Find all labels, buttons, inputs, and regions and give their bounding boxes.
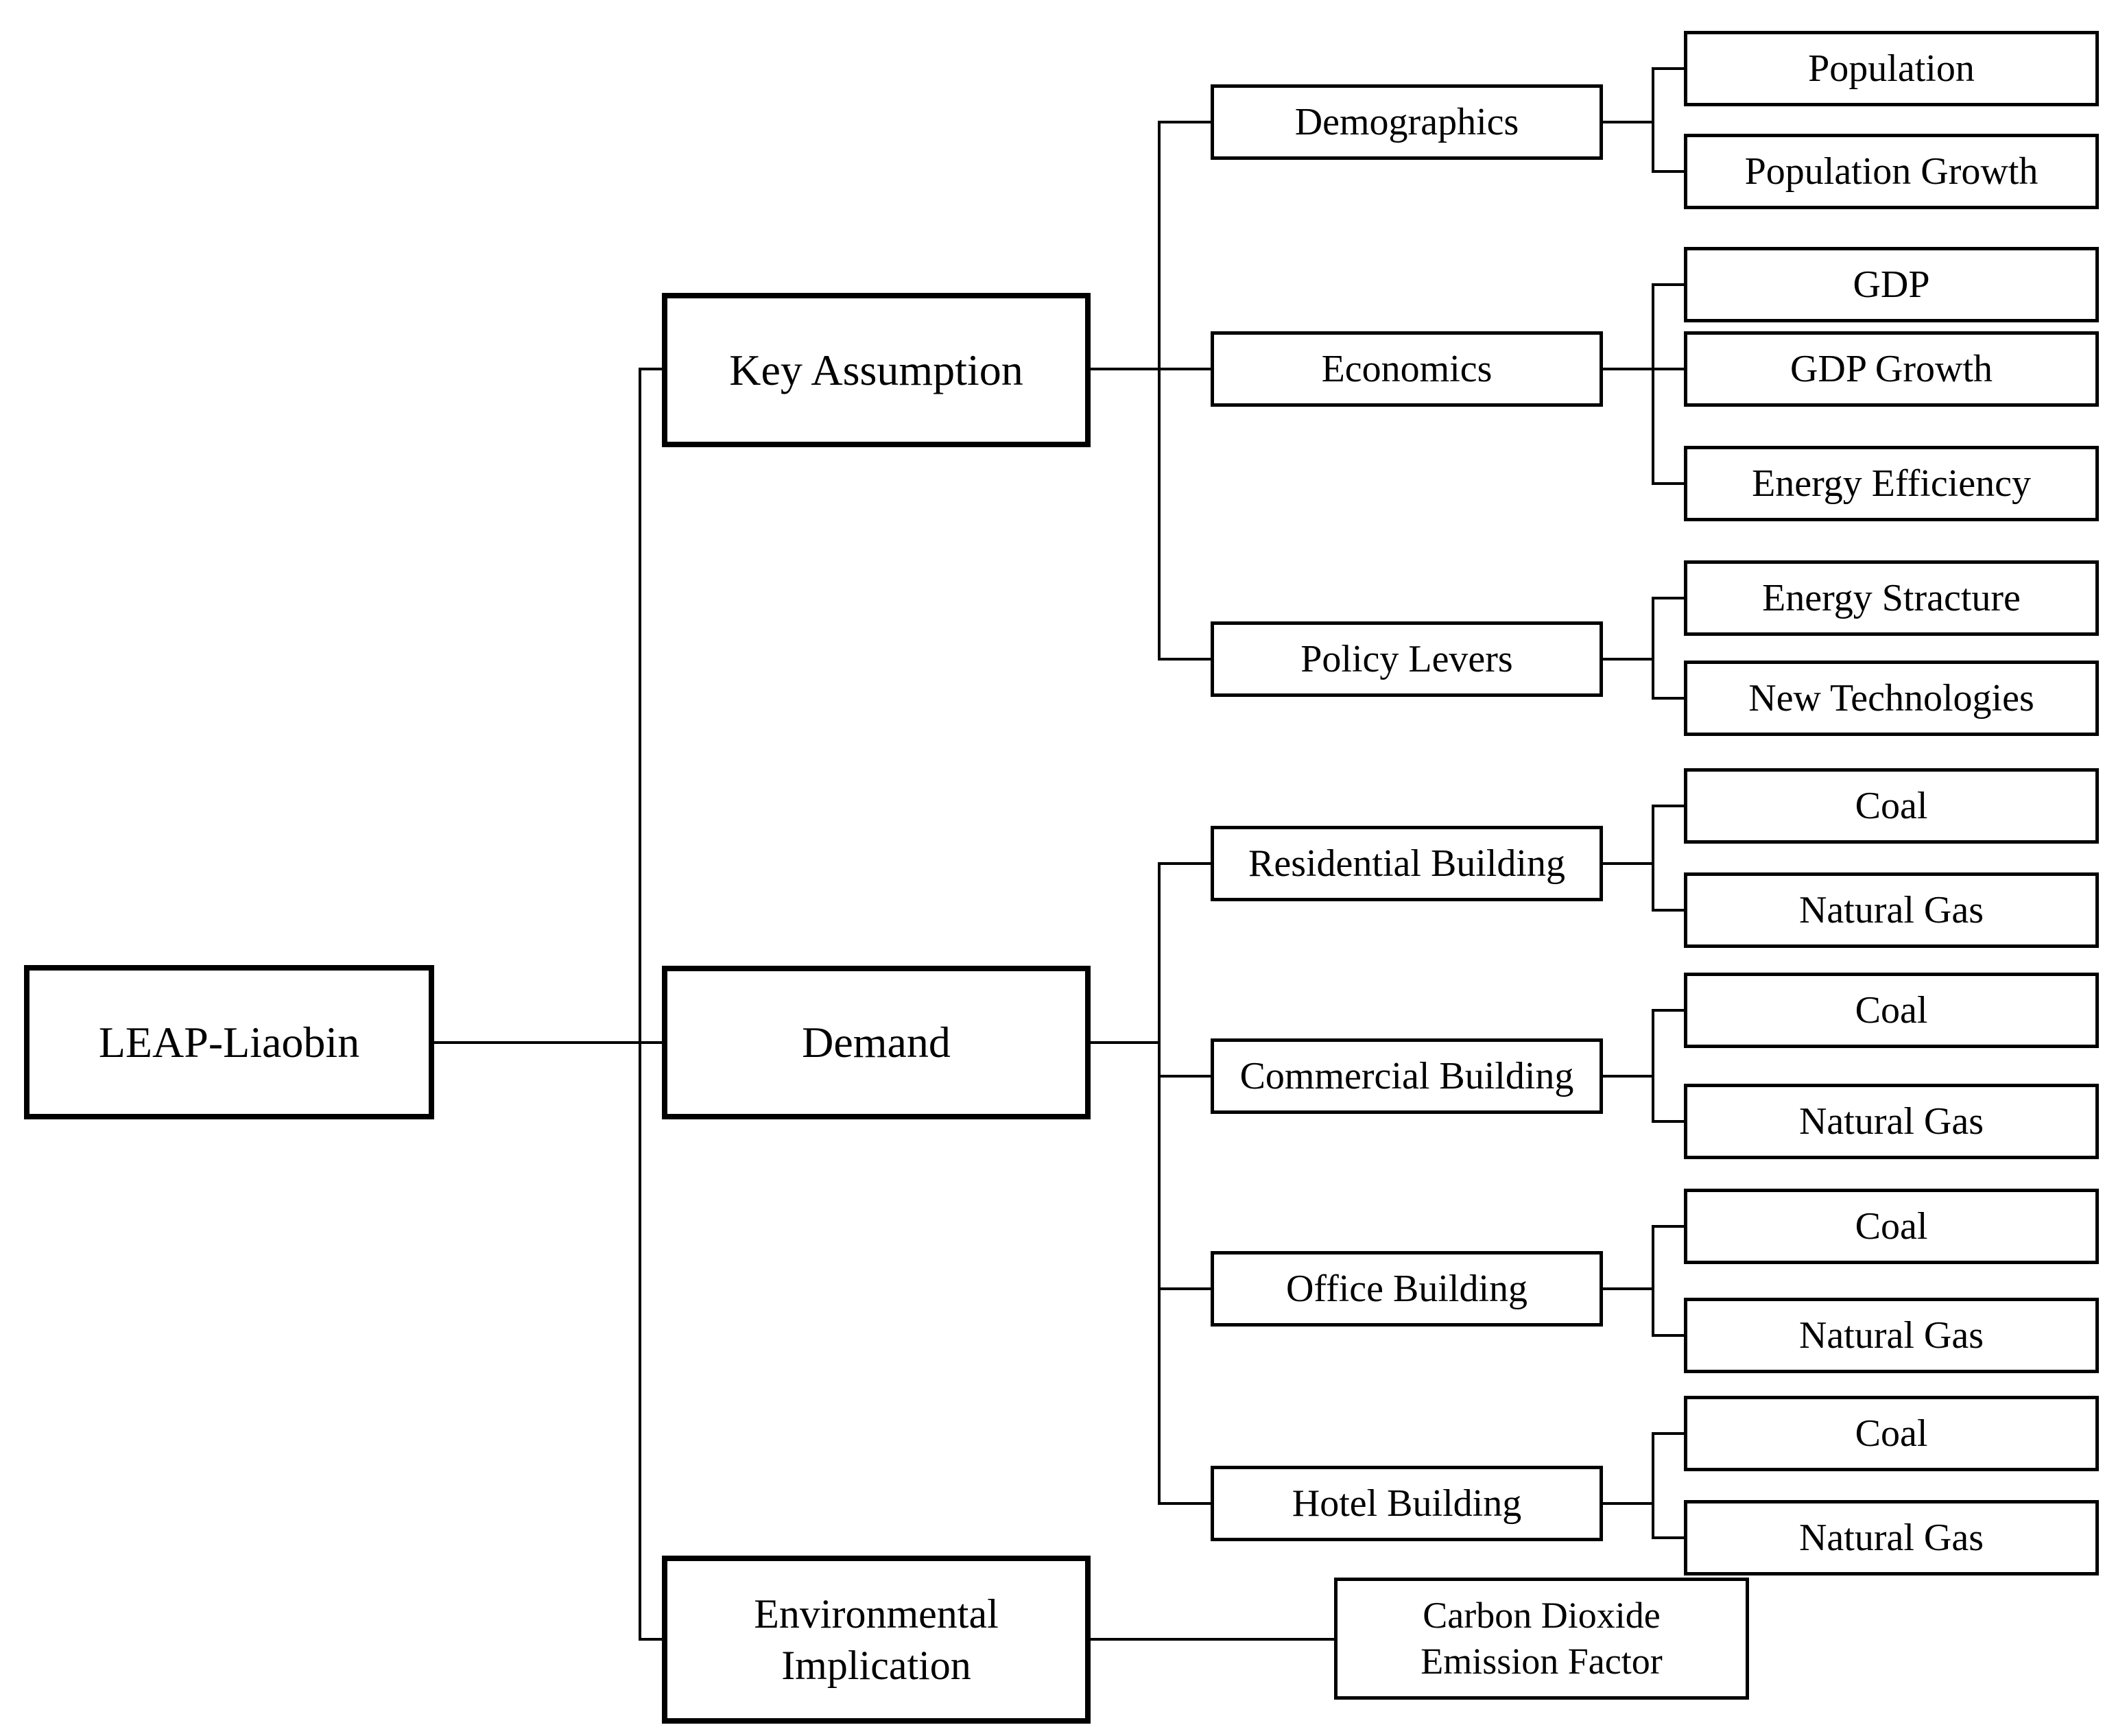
edge-trunk-to-key-assumption [639, 368, 662, 370]
edge-office-to-bracket [1603, 1287, 1652, 1290]
node-energy-stracture: Energy Stracture [1684, 560, 2099, 636]
node-population-growth: Population Growth [1684, 134, 2099, 209]
node-key-assumption: Key Assumption [662, 293, 1091, 447]
node-leap-liaobin: LEAP-Liaobin [24, 965, 434, 1119]
edge-to-population [1652, 67, 1684, 70]
edge-environmental-to-carbon [1091, 1638, 1334, 1641]
edge-demand-to-trunk [1091, 1041, 1159, 1044]
edge-economics-to-gdp-growth [1603, 368, 1684, 370]
node-gdp: GDP [1684, 247, 2099, 322]
node-office-building: Office Building [1211, 1251, 1603, 1327]
bracket-office-line [1652, 1225, 1654, 1337]
edge-to-office-natural-gas [1652, 1334, 1684, 1337]
bracket-residential-line [1652, 805, 1654, 912]
edge-to-commercial-natural-gas [1652, 1120, 1684, 1123]
edge-to-demographics [1158, 121, 1211, 123]
edge-to-office [1158, 1287, 1211, 1290]
edge-to-residential [1158, 862, 1211, 865]
bracket-economics-line [1652, 283, 1654, 485]
edge-policy-to-bracket [1603, 658, 1652, 661]
edge-commercial-to-bracket [1603, 1075, 1652, 1078]
edge-to-commercial [1158, 1075, 1211, 1078]
node-environmental-implication: Environmental Implication [662, 1556, 1091, 1724]
edge-to-residential-natural-gas [1652, 909, 1684, 912]
edge-to-hotel-coal [1652, 1432, 1684, 1435]
node-commercial-coal: Coal [1684, 973, 2099, 1048]
node-carbon-dioxide-emission-factor: Carbon Dioxide Emission Factor [1334, 1578, 1749, 1700]
edge-to-population-growth [1652, 170, 1684, 173]
node-new-technologies: New Technologies [1684, 661, 2099, 736]
node-commercial-natural-gas: Natural Gas [1684, 1084, 2099, 1159]
edge-to-office-coal [1652, 1225, 1684, 1228]
edge-residential-to-bracket [1603, 862, 1652, 865]
bracket-demographics-line [1652, 67, 1654, 173]
node-residential-natural-gas: Natural Gas [1684, 872, 2099, 948]
edge-to-commercial-coal [1652, 1009, 1684, 1012]
bracket-hotel-line [1652, 1432, 1654, 1539]
edge-to-new-technologies [1652, 697, 1684, 700]
node-energy-efficiency: Energy Efficiency [1684, 446, 2099, 521]
edge-demographics-to-bracket [1603, 121, 1652, 123]
node-population: Population [1684, 31, 2099, 106]
edge-to-hotel [1158, 1502, 1211, 1505]
trunk-root-line [639, 368, 641, 1641]
node-demand: Demand [662, 966, 1091, 1119]
edge-to-energy-stracture [1652, 597, 1684, 599]
node-hotel-building: Hotel Building [1211, 1466, 1603, 1541]
edge-to-residential-coal [1652, 805, 1684, 807]
node-economics: Economics [1211, 331, 1603, 407]
edge-hotel-to-bracket [1603, 1502, 1652, 1505]
bracket-commercial-line [1652, 1009, 1654, 1123]
node-office-natural-gas: Natural Gas [1684, 1298, 2099, 1373]
edge-to-policy-levers [1158, 658, 1211, 661]
node-office-coal: Coal [1684, 1189, 2099, 1264]
trunk-demand-line [1158, 862, 1161, 1505]
node-policy-levers: Policy Levers [1211, 621, 1603, 697]
bracket-policy-levers-line [1652, 597, 1654, 700]
edge-to-hotel-natural-gas [1652, 1536, 1684, 1539]
trunk-key-assumption-line [1158, 121, 1161, 661]
node-commercial-building: Commercial Building [1211, 1038, 1603, 1114]
node-hotel-natural-gas: Natural Gas [1684, 1500, 2099, 1576]
edge-key-assumption-to-trunk [1091, 368, 1159, 370]
edge-trunk-to-environmental [639, 1638, 662, 1641]
edge-root-to-demand [434, 1041, 662, 1044]
node-demographics: Demographics [1211, 84, 1603, 160]
edge-to-economics [1158, 368, 1211, 370]
node-gdp-growth: GDP Growth [1684, 331, 2099, 407]
node-residential-building: Residential Building [1211, 826, 1603, 901]
edge-to-gdp [1652, 283, 1684, 286]
edge-to-energy-efficiency [1652, 482, 1684, 485]
node-residential-coal: Coal [1684, 768, 2099, 844]
node-hotel-coal: Coal [1684, 1396, 2099, 1471]
